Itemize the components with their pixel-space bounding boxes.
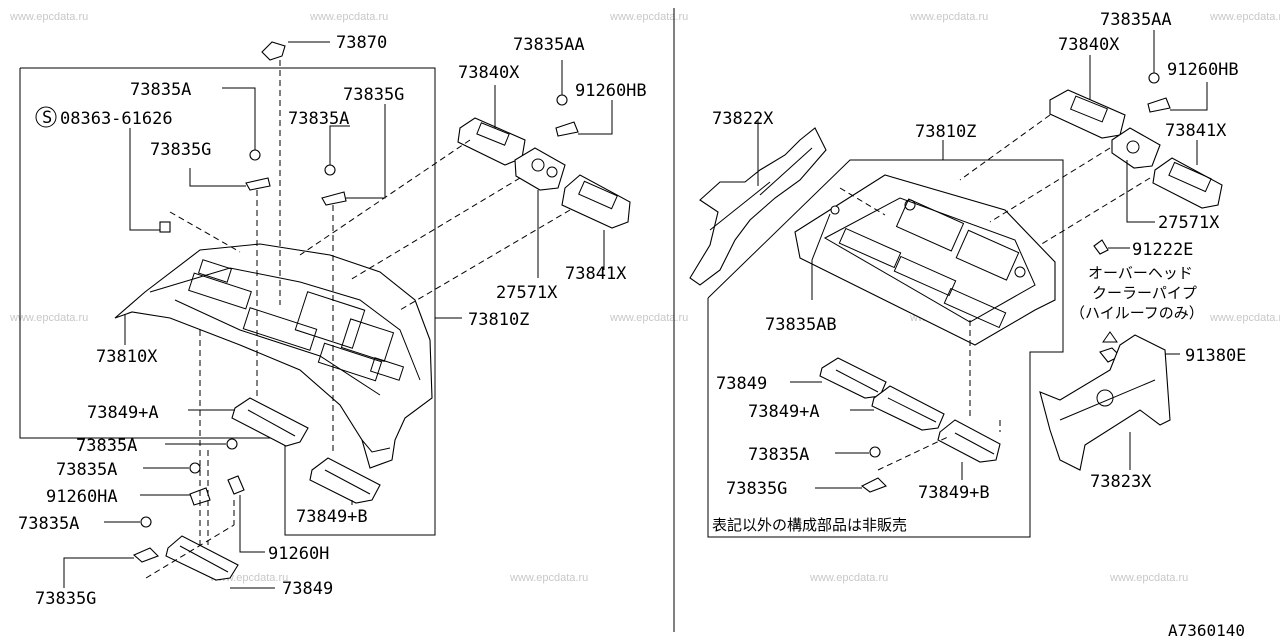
label-73822X: 73822X bbox=[712, 109, 774, 129]
screw-73835AB bbox=[830, 205, 840, 215]
watermark: www.epcdata.ru bbox=[809, 572, 888, 584]
note-overhead-line2: クーラーパイプ bbox=[1092, 284, 1197, 302]
clip-91260H bbox=[227, 475, 245, 495]
watermark: www.epcdata.ru bbox=[609, 11, 688, 23]
screw-73835A bbox=[869, 446, 881, 458]
label-91380E: 91380E bbox=[1185, 346, 1246, 366]
label-73835AB: 73835AB bbox=[765, 315, 837, 335]
label-73835G: 73835G bbox=[150, 140, 211, 160]
screw-73835A-1 bbox=[249, 149, 261, 161]
bracket-73822X bbox=[689, 127, 827, 286]
label-73835G: 73835G bbox=[343, 85, 404, 105]
clip-91260HA bbox=[189, 487, 211, 506]
label-73840X: 73840X bbox=[1058, 35, 1120, 55]
label-73835A: 73835A bbox=[130, 80, 191, 100]
clip-73835G-3 bbox=[132, 547, 159, 563]
label-73835A: 73835A bbox=[288, 109, 349, 129]
label-73835A: 73835A bbox=[76, 436, 137, 456]
drawing-code: A7360140 bbox=[1168, 621, 1245, 640]
label-73841X: 73841X bbox=[1165, 121, 1227, 141]
label-73810Z: 73810Z bbox=[468, 310, 529, 330]
watermark: www.epcdata.ru bbox=[9, 312, 88, 324]
screw-73835A-5 bbox=[140, 516, 152, 528]
duct-set-right bbox=[1049, 89, 1223, 209]
left-panel: 73870 73835A S 08363-61626 73835G 73835A… bbox=[18, 33, 647, 609]
label-73810X: 73810X bbox=[96, 347, 158, 367]
roof-trim-panel bbox=[114, 243, 433, 469]
label-08363-61626: 08363-61626 bbox=[60, 109, 173, 129]
assembly-frame bbox=[19, 67, 436, 536]
label-91222E: 91222E bbox=[1132, 240, 1193, 260]
label-91260H: 91260H bbox=[268, 544, 329, 564]
clip-73835G-1 bbox=[245, 177, 271, 191]
watermark: www.epcdata.ru bbox=[1209, 312, 1280, 324]
label-73835AA: 73835AA bbox=[513, 35, 585, 55]
label-73810Z: 73810Z bbox=[915, 122, 976, 142]
watermark: www.epcdata.ru bbox=[1109, 572, 1188, 584]
label-73835A: 73835A bbox=[748, 445, 809, 465]
label-s-prefix: S bbox=[42, 108, 52, 128]
label-73823X: 73823X bbox=[1090, 472, 1152, 492]
label-91260HB: 91260HB bbox=[1167, 60, 1239, 80]
watermark: www.epcdata.ru bbox=[9, 11, 88, 23]
note-overhead-line3: （ハイルーフのみ） bbox=[1070, 304, 1204, 322]
screw-73835AA bbox=[1148, 72, 1160, 84]
duct-set-upper bbox=[457, 117, 631, 229]
watermark: www.epcdata.ru bbox=[609, 312, 688, 324]
label-73835A: 73835A bbox=[18, 514, 79, 534]
screw-73835A-3 bbox=[226, 438, 238, 450]
watermark: www.epcdata.ru bbox=[309, 11, 388, 23]
label-73849A: 73849+A bbox=[748, 402, 820, 422]
watermark: www.epcdata.ru bbox=[1209, 11, 1280, 23]
bracket-73870 bbox=[261, 41, 286, 61]
label-73835G: 73835G bbox=[35, 589, 96, 609]
pad-73849 bbox=[819, 357, 887, 399]
right-panel: 73835AA 73840X 91260HB 73822X 73810Z 738… bbox=[689, 10, 1246, 538]
watermark: www.epcdata.ru bbox=[509, 572, 588, 584]
label-27571X: 27571X bbox=[496, 283, 558, 303]
label-27571X: 27571X bbox=[1158, 213, 1220, 233]
screw-symbol bbox=[35, 106, 57, 128]
label-73849B: 73849+B bbox=[918, 483, 990, 503]
label-73849B: 73849+B bbox=[296, 507, 368, 527]
clip-91260HB bbox=[1147, 97, 1171, 113]
clip-73835G-2 bbox=[321, 191, 347, 206]
bracket-73823X bbox=[1039, 334, 1171, 471]
note-overhead-line1: オーバーヘッド bbox=[1088, 264, 1193, 282]
assembly-frame bbox=[707, 159, 1064, 538]
screw-08363 bbox=[159, 221, 171, 233]
label-73841X: 73841X bbox=[565, 264, 627, 284]
clip-91260HB bbox=[555, 121, 579, 137]
label-91260HA: 91260HA bbox=[46, 487, 118, 507]
clip-73835G bbox=[860, 477, 887, 493]
label-73835A: 73835A bbox=[56, 460, 117, 480]
clip-91222E bbox=[1093, 239, 1109, 255]
label-73849: 73849 bbox=[716, 374, 767, 394]
label-73835G: 73835G bbox=[726, 479, 787, 499]
label-91260HB: 91260HB bbox=[575, 81, 647, 101]
label-73840X: 73840X bbox=[458, 63, 520, 83]
footnote-non-sale: 表記以外の構成部品は非販売 bbox=[712, 516, 907, 534]
watermark: www.epcdata.ru bbox=[909, 11, 988, 23]
screw-73835AA bbox=[556, 94, 568, 106]
label-73849A: 73849+A bbox=[87, 403, 159, 423]
screw-73835A-2 bbox=[324, 164, 336, 176]
label-73849: 73849 bbox=[282, 579, 333, 599]
roof-trim-assembly bbox=[794, 174, 1056, 346]
screw-73835A-4 bbox=[189, 462, 201, 474]
label-73870: 73870 bbox=[336, 33, 387, 53]
label-73835AA: 73835AA bbox=[1100, 10, 1172, 30]
